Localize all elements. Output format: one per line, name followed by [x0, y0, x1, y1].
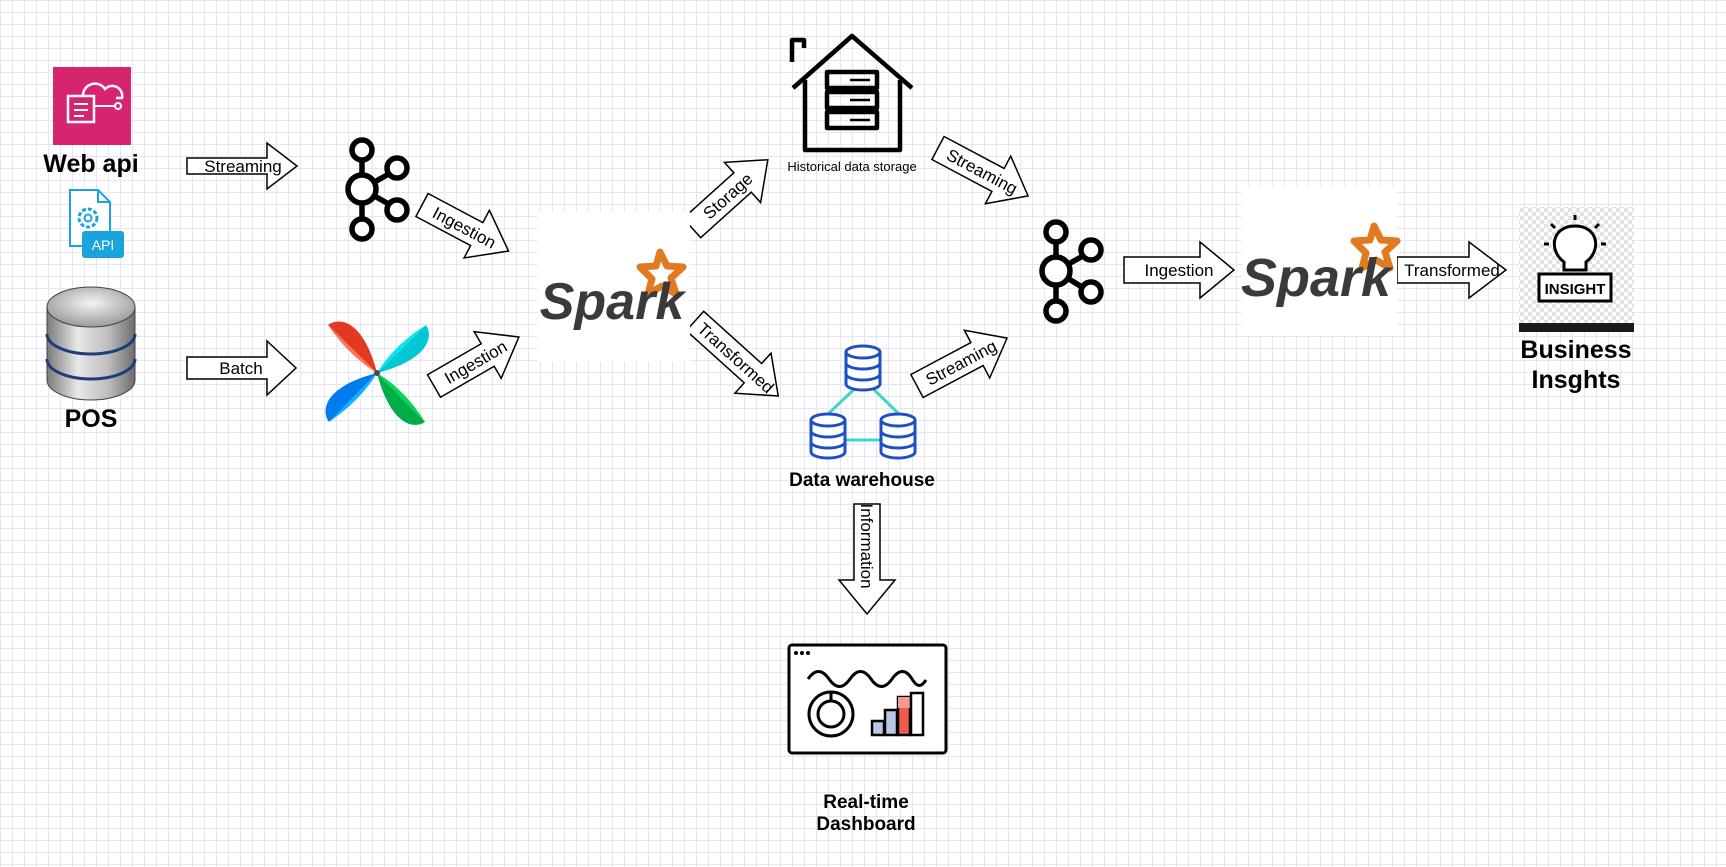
- lightbulb-insight-icon: INSIGHT: [1519, 207, 1634, 332]
- arrow-storage-to-kafka: Streaming: [930, 135, 1030, 205]
- business-insights-label-line2: Insghts: [1532, 366, 1621, 394]
- arrow-airflow-to-spark: Ingestion: [426, 330, 520, 399]
- aws-cloud-app-icon: [53, 67, 131, 145]
- pos-label: POS: [65, 405, 118, 433]
- kafka-icon: [1039, 219, 1104, 324]
- dashboard-icon: [787, 643, 948, 755]
- arrow-label: Batch: [219, 359, 262, 378]
- distributed-database-icon: [809, 344, 917, 460]
- spark-wordmark: Spark: [1241, 248, 1394, 308]
- spark-wordmark: Spark: [540, 273, 688, 331]
- web-api-label: Web api: [43, 150, 138, 178]
- airflow-pinwheel-icon: [325, 321, 429, 425]
- arrow-label: Streaming: [204, 157, 281, 176]
- arrow-warehouse-to-dashboard: Information: [837, 503, 897, 616]
- arrow-kafka-to-spark2: Ingestion: [1123, 240, 1236, 300]
- arrow-label: Ingestion: [1145, 261, 1214, 280]
- spark-logo-icon: Spark: [538, 212, 690, 362]
- api-document-icon: API: [69, 189, 124, 258]
- historical-storage-label: Historical data storage: [787, 159, 916, 174]
- arrow-spark2-to-insights: Transformed: [1396, 240, 1508, 300]
- arrow-spark-to-warehouse: Transformed: [685, 310, 780, 397]
- kafka-icon: [345, 137, 410, 242]
- arrow-label: Transformed: [1404, 261, 1500, 280]
- business-insights-label-line1: Business: [1520, 336, 1631, 364]
- database-cylinder-icon: [45, 286, 137, 401]
- insight-badge-text: INSIGHT: [1545, 281, 1606, 298]
- arrow-kafka-to-spark: Ingestion: [414, 192, 510, 259]
- arrow-web-to-kafka: Streaming: [186, 141, 299, 191]
- api-badge-text: API: [92, 237, 115, 253]
- arrow-label: Information: [857, 503, 876, 588]
- dashboard-label-line1: Real-time: [823, 792, 909, 813]
- data-warehouse-label: Data warehouse: [789, 470, 935, 491]
- arrow-warehouse-to-kafka: Streaming: [909, 329, 1009, 399]
- arrow-spark-to-storage: Storage: [682, 158, 769, 239]
- dashboard-label-line2: Dashboard: [816, 814, 915, 835]
- spark-logo-icon: Spark: [1241, 186, 1401, 336]
- house-server-icon: [789, 33, 914, 153]
- arrow-label: Transformed: [694, 319, 778, 397]
- arrow-pos-to-airflow: Batch: [186, 339, 298, 397]
